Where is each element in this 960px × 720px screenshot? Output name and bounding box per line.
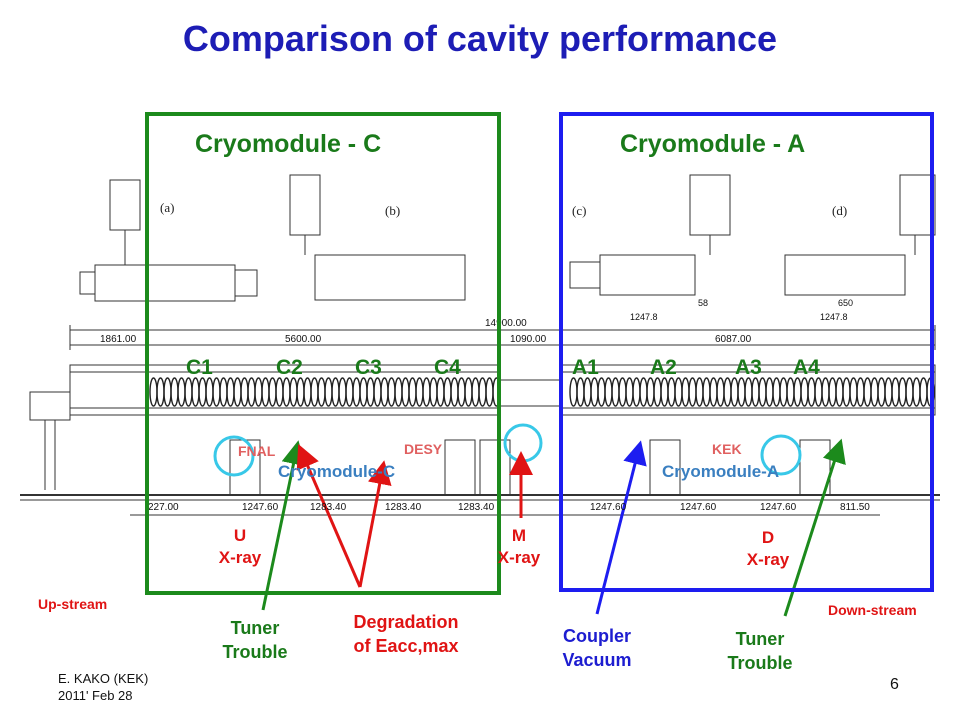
- upstream-label: Up-stream: [38, 596, 108, 612]
- arrow-degradation-c2: [296, 443, 362, 588]
- panel-label-b: (b): [385, 203, 401, 218]
- cavity-label-c3: C3: [355, 356, 382, 379]
- dimension-1861: 1861.00: [100, 334, 137, 345]
- dimension-58: 58: [698, 298, 709, 308]
- annotation-line: Trouble: [222, 642, 288, 662]
- cavity-label-c2: C2: [276, 356, 303, 379]
- dimension-bottom-1: 1247.60: [242, 502, 279, 513]
- annotation-tuner-trouble-right: Tuner Trouble: [705, 627, 815, 675]
- annotation-line: Degradation: [353, 612, 459, 632]
- annotation-line: Trouble: [727, 653, 793, 673]
- annotation-tuner-trouble-left: Tuner Trouble: [200, 616, 310, 664]
- downstream-label: Down-stream: [828, 602, 917, 618]
- label-cryomodule-c-drawing: Cryomodule-C: [278, 462, 396, 481]
- annotation-line: of Eacc,max: [353, 636, 459, 656]
- cryomodule-c-box: [145, 112, 501, 595]
- xray-u-letter: U: [233, 526, 247, 545]
- arrow-tuner-left: [261, 440, 306, 611]
- xray-u-text: X-ray: [218, 548, 262, 567]
- label-desy: DESY: [404, 441, 443, 457]
- dimension-6087: 6087.00: [715, 334, 752, 345]
- dimension-bottom-8: 811.50: [840, 502, 870, 513]
- panel-label-d: (d): [832, 203, 848, 218]
- slide-title: Comparison of cavity performance: [182, 18, 778, 59]
- label-kek: KEK: [712, 441, 742, 457]
- dimension-bottom-0: 227.00: [148, 502, 179, 513]
- dimension-bottom-3: 1283.40: [385, 502, 422, 513]
- xray-d-label: D X-ray: [733, 527, 803, 571]
- dimension-1090: 1090.00: [510, 334, 547, 345]
- arrow-coupler: [595, 440, 647, 615]
- annotation-line: Tuner: [230, 618, 280, 638]
- xray-u-label: U X-ray: [205, 525, 275, 569]
- xray-d-letter: D: [761, 528, 775, 547]
- annotation-coupler-vacuum: Coupler Vacuum: [542, 624, 652, 672]
- dimension-1247-d: 1247.8: [820, 312, 848, 322]
- dimension-1247-c: 1247.8: [630, 312, 658, 322]
- footer-author: E. KAKO (KEK): [58, 671, 149, 686]
- dimension-bottom-6: 1247.60: [680, 502, 717, 513]
- dimension-650: 650: [838, 298, 854, 308]
- xray-d-circle: [760, 434, 802, 476]
- annotation-line: Coupler: [562, 626, 631, 646]
- page-number: 6: [890, 676, 899, 693]
- dimension-bottom-2: 1283.40: [310, 502, 347, 513]
- cryomodule-c-title: Cryomodule - C: [195, 130, 382, 158]
- cavity-label-a3: A3: [735, 356, 762, 379]
- cryomodule-a-box: [559, 112, 934, 592]
- footer-date: 2011' Feb 28: [58, 688, 133, 703]
- dimension-bottom-5: 1247.60: [590, 502, 627, 513]
- annotation-degradation: Degradation of Eacc,max: [326, 610, 486, 658]
- label-cryomodule-a-drawing: Cryomodule-A: [662, 462, 780, 481]
- xray-u-circle: [213, 435, 255, 477]
- xray-m-text: X-ray: [497, 548, 541, 567]
- xray-m-letter: M: [511, 526, 527, 545]
- xray-d-text: X-ray: [746, 550, 790, 569]
- dimension-bottom-4: 1283.40: [458, 502, 495, 513]
- cavity-label-c1: C1: [186, 356, 213, 379]
- cavity-label-a4: A4: [793, 356, 820, 379]
- cryomodule-a-title: Cryomodule - A: [620, 130, 806, 158]
- dimension-5600: 5600.00: [285, 334, 322, 345]
- cavity-label-a1: A1: [572, 356, 599, 379]
- xray-m-label: M X-ray: [484, 525, 554, 569]
- arrow-degradation-c3: [358, 460, 392, 588]
- label-fnal: FNAL: [238, 443, 276, 459]
- dimension-14900: 14900.00: [485, 318, 527, 329]
- panel-label-c: (c): [572, 203, 587, 218]
- annotation-line: Tuner: [735, 629, 785, 649]
- cavity-label-a2: A2: [650, 356, 677, 379]
- footer-credit: E. KAKO (KEK) 2011' Feb 28: [58, 670, 148, 704]
- dimension-bottom-7: 1247.60: [760, 502, 797, 513]
- panel-label-a: (a): [160, 200, 175, 215]
- annotation-line: Vacuum: [562, 650, 632, 670]
- cavity-label-c4: C4: [434, 356, 461, 379]
